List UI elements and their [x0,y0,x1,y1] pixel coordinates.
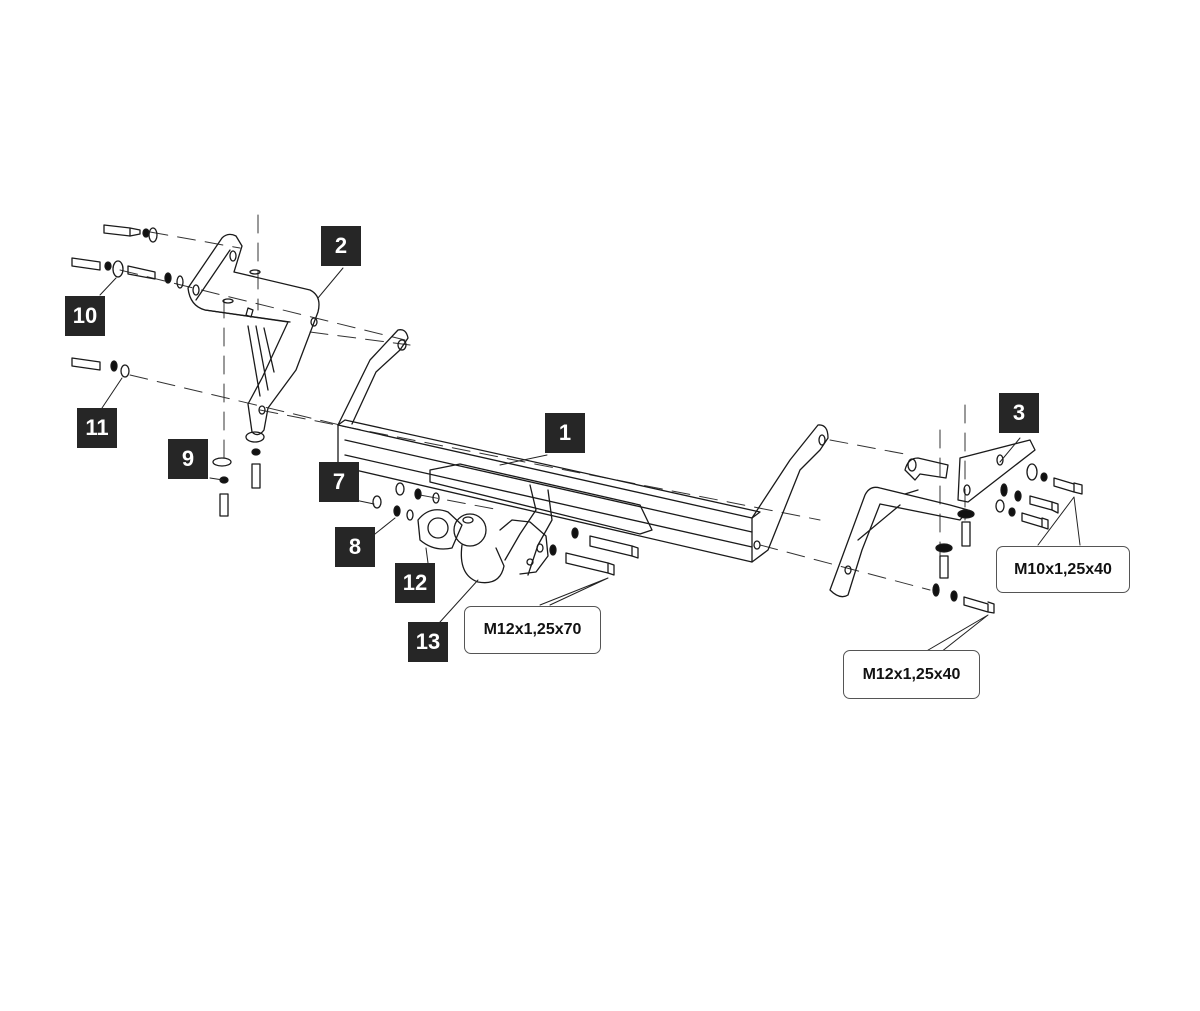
bolt-spec-m10x40: M10x1,25x40 [996,546,1130,593]
part-label-9: 9 [168,439,208,479]
part-label-1: 1 [545,413,585,453]
part-label-2: 2 [321,226,361,266]
bolt-spec-m12x70: M12x1,25x70 [464,606,601,654]
tow-ball-assembly [417,509,549,584]
part-label-10: 10 [65,296,105,336]
part-label-11: 11 [77,408,117,448]
part-label-7: 7 [319,462,359,502]
fasteners [71,224,1083,614]
part-label-8: 8 [335,527,375,567]
part-label-13: 13 [408,622,448,662]
leader-lines [99,267,1081,657]
cross-beam [337,329,829,576]
part-label-3: 3 [999,393,1039,433]
bolt-spec-m12x40: M12x1,25x40 [843,650,980,699]
part-label-12: 12 [395,563,435,603]
left-bracket [187,233,320,436]
